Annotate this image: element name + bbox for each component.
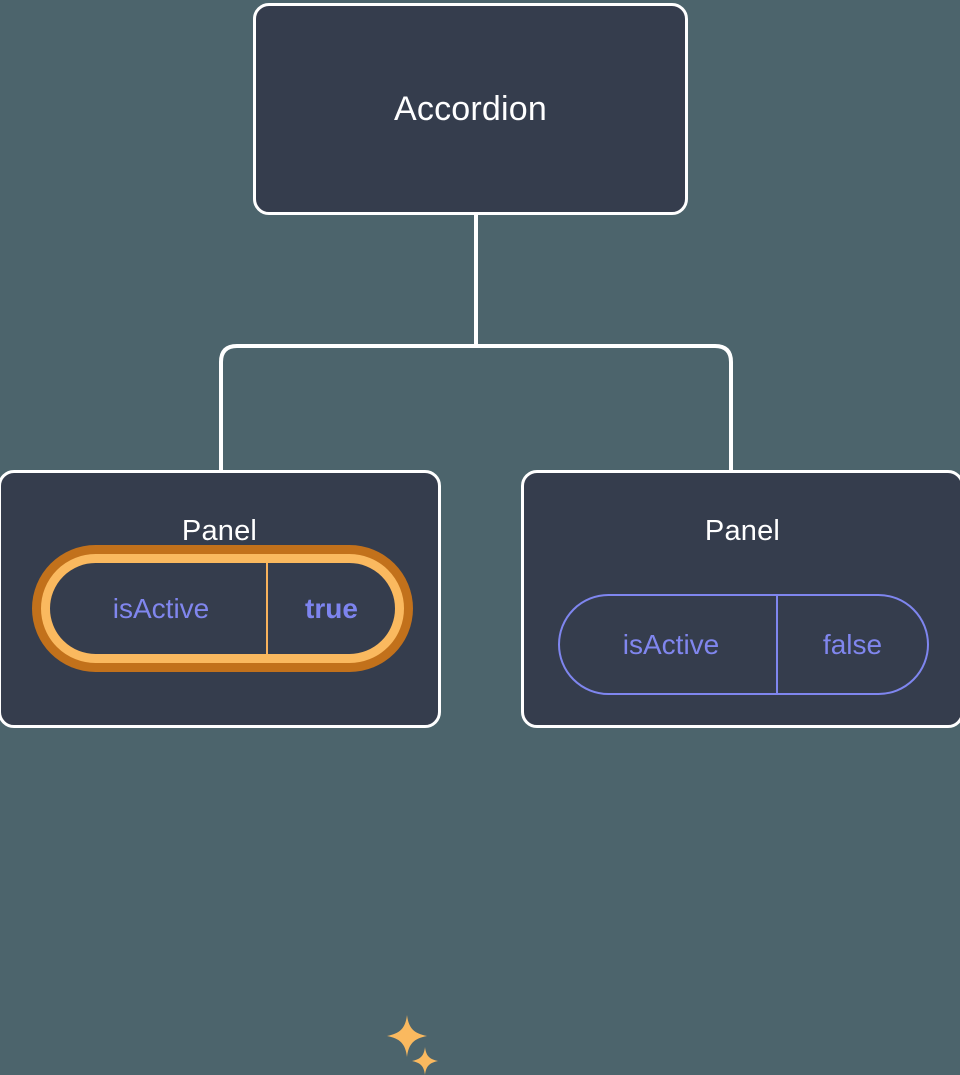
node-accordion[interactable]: Accordion	[253, 3, 688, 215]
prop-pill-isactive-false[interactable]: isActive false	[558, 594, 929, 695]
node-accordion-title: Accordion	[394, 90, 547, 128]
connector-branch-bus	[219, 344, 733, 470]
node-panel-inactive-title: Panel	[704, 515, 781, 547]
diagram-canvas: Accordion Panel isActive true Panel isAc…	[0, 3, 960, 1075]
prop-key-isactive: isActive	[622, 628, 720, 660]
node-panel-active[interactable]: Panel isActive true	[0, 470, 441, 1075]
prop-key-isactive: isActive	[112, 592, 210, 624]
node-panel-inactive[interactable]: Panel isActive false	[521, 470, 960, 728]
prop-value-false: false	[776, 596, 927, 693]
prop-pill-isactive-true[interactable]: isActive true	[41, 554, 404, 663]
node-panel-active-title: Panel	[181, 515, 258, 547]
sparkle-large-icon	[387, 1015, 427, 1057]
sparkle-small-icon	[412, 1047, 438, 1075]
prop-value-true: true	[266, 563, 395, 654]
